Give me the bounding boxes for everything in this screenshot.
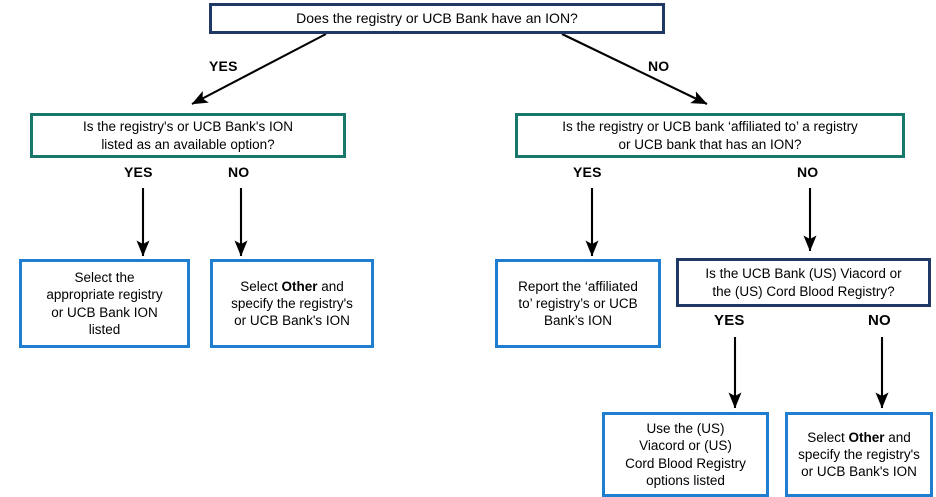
other-keyword: Other — [848, 429, 885, 445]
edge-label-viacord-no: NO — [868, 312, 891, 329]
node-viacord-question[interactable]: Is the UCB Bank (US) Viacord or the (US)… — [676, 258, 931, 307]
select-other-right-line1: Select Other and — [807, 429, 911, 445]
node-affiliated-question[interactable]: Is the registry or UCB bank ‘affiliated … — [515, 113, 905, 158]
edge-label-affiliated-no: NO — [797, 164, 819, 180]
node-select-other-right-action-text: Select Other and specify the registry's … — [798, 429, 920, 480]
edge-label-root-no: NO — [648, 58, 670, 74]
other-keyword: Other — [281, 278, 318, 294]
node-report-affiliated-action[interactable]: Report the ‘affiliated to’ registry’s or… — [495, 259, 661, 348]
node-root-question-text: Does the registry or UCB Bank have an IO… — [296, 9, 578, 26]
node-use-viacord-action[interactable]: Use the (US) Viacord or (US) Cord Blood … — [602, 412, 769, 497]
node-registry-listed-question[interactable]: Is the registry's or UCB Bank's ION list… — [30, 113, 346, 158]
node-use-viacord-action-text: Use the (US) Viacord or (US) Cord Blood … — [625, 420, 746, 488]
edge-label-root-yes: YES — [209, 58, 238, 74]
edge-label-listed-yes: YES — [124, 164, 153, 180]
node-root-question[interactable]: Does the registry or UCB Bank have an IO… — [209, 3, 665, 34]
edge-label-listed-no: NO — [228, 164, 250, 180]
node-select-appropriate-action-text: Select the appropriate registry or UCB B… — [46, 269, 163, 337]
edge-label-viacord-yes: YES — [714, 312, 745, 329]
node-select-appropriate-action[interactable]: Select the appropriate registry or UCB B… — [19, 259, 190, 348]
edge-label-affiliated-yes: YES — [573, 164, 602, 180]
node-affiliated-question-text: Is the registry or UCB bank ‘affiliated … — [562, 119, 858, 152]
node-registry-listed-question-text: Is the registry's or UCB Bank's ION list… — [83, 119, 293, 152]
node-select-other-left-action-text: Select Other and specify the registry's … — [231, 278, 353, 329]
select-other-left-line1: Select Other and — [240, 278, 344, 294]
node-select-other-right-action[interactable]: Select Other and specify the registry's … — [785, 412, 933, 497]
node-select-other-left-action[interactable]: Select Other and specify the registry's … — [210, 259, 374, 348]
node-viacord-question-text: Is the UCB Bank (US) Viacord or the (US)… — [705, 266, 902, 299]
edge-root-no — [561, 33, 708, 105]
node-report-affiliated-action-text: Report the ‘affiliated to’ registry’s or… — [518, 278, 638, 329]
